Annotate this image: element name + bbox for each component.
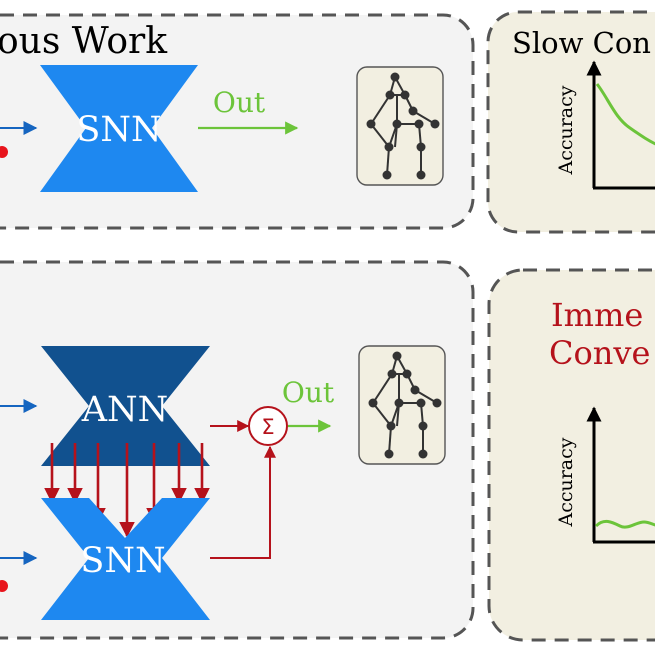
- ann-hourglass: [41, 346, 210, 466]
- y-axis-label-bottom: Accuracy: [555, 437, 577, 527]
- snn-label: SNN: [76, 110, 161, 150]
- ann-label: ANN: [81, 390, 169, 430]
- immediate-title-line1: Imme: [551, 296, 643, 334]
- immediate-convergence-curve: [594, 519, 655, 529]
- summation-icon: [248, 406, 288, 446]
- previous-work-title: ous Work: [0, 21, 168, 62]
- snn-to-sum-arrow: [210, 445, 276, 559]
- snn-label-bottom: SNN: [80, 541, 165, 581]
- y-axis-label: Accuracy: [555, 85, 577, 175]
- sum-symbol: Σ: [261, 415, 274, 439]
- proposed-method-panel: ANN SNN Σ Out: [0, 260, 475, 640]
- snn-input-spike-dot: [0, 580, 8, 592]
- pose-skeleton-icon-bottom: [358, 345, 446, 465]
- slow-convergence-title: Slow Con: [512, 26, 651, 60]
- immediate-title-line2: Conve: [549, 334, 650, 372]
- output-label: Out: [213, 86, 266, 119]
- slow-convergence-panel: Slow Con Accuracy: [486, 10, 655, 234]
- pose-skeleton-icon: [356, 66, 444, 186]
- snn-hourglass: [40, 65, 198, 192]
- previous-work-panel: ous Work SNN Out: [0, 13, 475, 230]
- immediate-convergence-panel: Imme Conve Accuracy: [487, 268, 655, 642]
- snn-hourglass: [41, 498, 210, 620]
- slow-convergence-curve: [595, 83, 655, 146]
- fused-output-label: Out: [282, 376, 335, 409]
- input-spike-dot: [0, 146, 8, 158]
